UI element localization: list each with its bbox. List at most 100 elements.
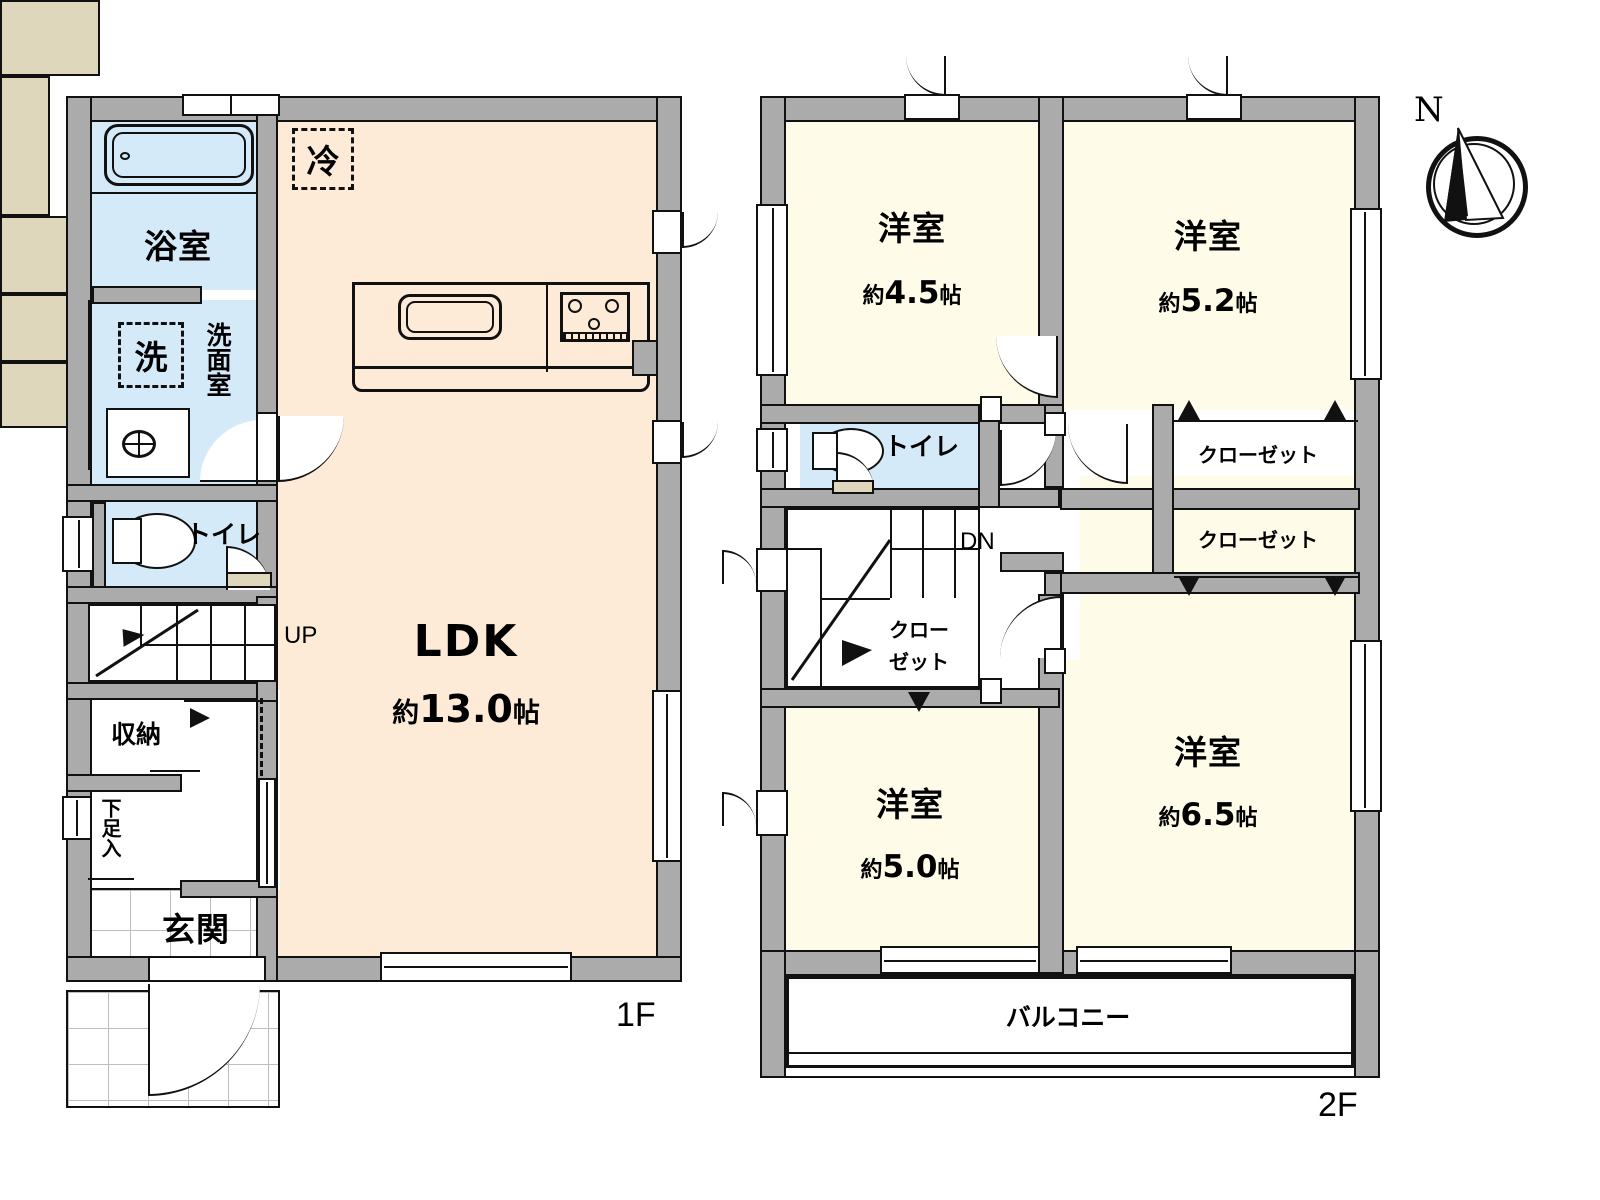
stove-grill-icon <box>562 332 628 342</box>
toilet-tank-icon-2f <box>812 432 838 470</box>
compass-outer-ring <box>1426 136 1528 238</box>
closet-storage-1f <box>0 0 100 76</box>
wall-1f-h-toilet-stair <box>66 586 278 604</box>
window-w50-left <box>756 790 788 836</box>
wall-2f-bottom <box>760 950 1380 976</box>
door-frame-w65[interactable] <box>1044 648 1066 674</box>
label-ldk: LDK <box>413 616 519 667</box>
room-western-52 <box>1064 110 1354 410</box>
closet-lower-rail <box>1174 576 1358 578</box>
label-western-50-area: 約5.0帖 <box>860 849 960 885</box>
balcony-bottom-line <box>760 1076 1380 1078</box>
window-w52-top <box>1186 94 1242 120</box>
kitchen-counter-split <box>546 284 548 372</box>
door-frame-w45[interactable] <box>980 396 1002 422</box>
wall-1f-h-storage <box>66 774 182 792</box>
label-floor-1f: 1F <box>616 996 656 1034</box>
label-western-52: 洋室 <box>1174 217 1242 256</box>
window-stair-2f-swing <box>722 550 756 584</box>
window-ldk-right-mid <box>652 420 682 464</box>
window-w65-right <box>1350 640 1382 812</box>
wall-2f-top <box>760 96 1380 122</box>
label-closet-stairs-line1: クロー <box>889 618 949 642</box>
compass-needle-icon <box>1444 127 1505 222</box>
window-ldk-right-top <box>652 210 682 254</box>
closet-shoebox-1f <box>0 76 50 216</box>
storage-door-line <box>184 700 276 702</box>
toilet-door-sill-1f <box>226 572 272 588</box>
stair-tread-mid <box>140 644 276 646</box>
storage-door-line2 <box>150 770 200 772</box>
label-western-45: 洋室 <box>878 209 946 248</box>
window-ldk-right-big-mullion <box>666 694 668 858</box>
wall-balcony-left <box>760 950 786 1078</box>
bathtub-drain-icon <box>120 152 130 160</box>
sliding-door-mullion <box>266 782 268 884</box>
refrigerator-space-marker: 冷 <box>292 128 354 190</box>
compass-north-label: N <box>1414 90 1444 130</box>
label-bathroom: 浴室 <box>144 227 212 266</box>
label-western-65: 洋室 <box>1174 733 1242 772</box>
label-storage-1f: 収納 <box>110 720 162 749</box>
entrance-door-frame[interactable] <box>148 956 266 982</box>
stair-2f-riser-3 <box>954 508 956 598</box>
label-stairs-up: UP <box>284 622 318 649</box>
room-western-50 <box>786 708 1038 964</box>
stair-direction-arrow-2f <box>790 539 892 681</box>
first-floor-plan: 浴室 洗 洗面室 トイレ 冷 <box>0 0 1600 1108</box>
wall-1f-top <box>66 96 682 122</box>
wall-2f-v-closets <box>1152 404 1174 594</box>
bathtub-inner <box>112 132 246 178</box>
window-toilet-mullion <box>78 520 80 568</box>
wall-balcony-right <box>1354 950 1380 1078</box>
balcony-rail-line <box>786 1052 1354 1054</box>
stove-burner-1 <box>568 299 582 313</box>
room-ldk <box>262 100 680 976</box>
stair-winder <box>140 604 142 644</box>
wall-2f-h-landing-mid <box>1000 552 1064 572</box>
stair-riser-2 <box>210 604 212 682</box>
window-w52-right-mullion <box>1364 212 1366 376</box>
kitchen-sink-inner-icon <box>406 301 494 333</box>
closet-stairs-arrow <box>908 692 930 712</box>
window-ldk-bottom-mullion <box>384 966 568 968</box>
window-w52-right <box>1350 208 1382 380</box>
label-closet-lower-right: クローゼット <box>1198 528 1318 552</box>
stair-2f-tread-top <box>890 548 980 550</box>
wall-2f-h-closet-mid <box>1060 488 1360 510</box>
label-floor-2f: 2F <box>1318 1086 1358 1124</box>
stair-2f-riser-2 <box>922 508 924 598</box>
label-shoebox-1f: 下足入 <box>98 798 122 858</box>
sliding-door-ldk[interactable] <box>260 698 274 776</box>
washer-space-marker: 洗 <box>118 322 184 388</box>
closet-upper-arrow-r <box>1324 400 1346 420</box>
stair-2f-tread-low <box>786 548 820 550</box>
door-frame-w52[interactable] <box>1044 412 1066 436</box>
compass-inner-ring <box>1433 143 1515 225</box>
washbasin-icon <box>106 408 190 478</box>
kitchen-wall-right <box>632 340 658 376</box>
stove-burner-2 <box>605 299 619 313</box>
door-frame-ldk-hall <box>256 412 278 482</box>
closet-lower-arrow-l <box>1178 576 1200 596</box>
label-ldk-area: 約13.0帖 <box>392 687 540 731</box>
window-w50-left-swing <box>722 792 756 826</box>
stair-riser-1 <box>176 604 178 682</box>
wall-1f-h-entrance <box>180 880 278 898</box>
window-w45-top <box>904 94 960 120</box>
kitchen-sink-icon <box>398 294 502 340</box>
shoebox-divider <box>88 878 134 880</box>
window-toilet-2f-mullion <box>772 432 774 468</box>
closet-lower-arrow-r <box>1324 576 1346 596</box>
label-closet-stairs-line2: ゼット <box>889 650 949 674</box>
bath-divider <box>92 192 256 194</box>
label-toilet-1f: トイレ <box>186 520 262 549</box>
label-stairs-down: DN <box>960 528 995 555</box>
closet-upper-rail <box>1174 420 1358 422</box>
closet-upper-arrow-l <box>1178 400 1200 420</box>
window-w65-right-mullion <box>1364 644 1366 808</box>
door-frame-w50[interactable] <box>980 678 1002 704</box>
window-w45-left-mullion <box>772 208 774 372</box>
wall-1f-h-wash-toilet <box>66 484 278 502</box>
